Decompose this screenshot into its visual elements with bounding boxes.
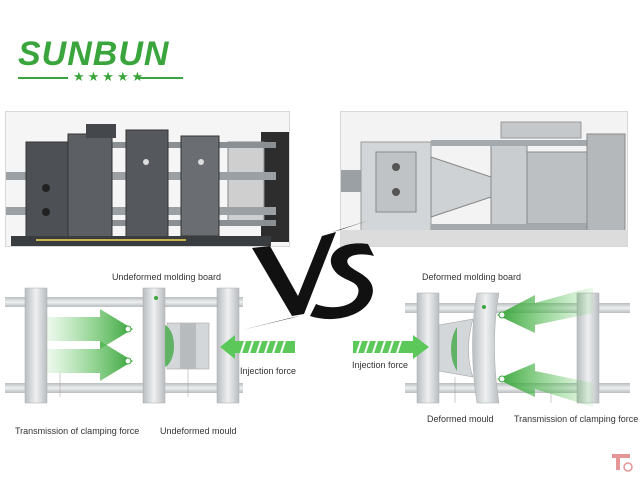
logo-rule-right bbox=[139, 77, 183, 79]
right-clamping-label: Transmission of clamping force bbox=[514, 414, 639, 424]
undeformed-diagram bbox=[5, 287, 295, 404]
brand-logo: SUNBUN ★★★★★ bbox=[18, 36, 183, 88]
left-clamping-label: Transmission of clamping force bbox=[15, 426, 140, 436]
vs-text: VS bbox=[240, 218, 242, 219]
machine-photo-left bbox=[5, 111, 290, 247]
brand-name: SUNBUN bbox=[18, 35, 170, 73]
machine-illustration-right bbox=[341, 112, 627, 246]
watermark-logo bbox=[612, 454, 633, 472]
left-top-label: Undeformed molding board bbox=[112, 272, 222, 282]
brand-stars: ★★★★★ bbox=[73, 69, 147, 84]
left-injection-label: Injection force bbox=[240, 366, 297, 376]
right-top-label: Deformed molding board bbox=[422, 272, 522, 282]
deformed-diagram bbox=[353, 287, 630, 407]
left-mould-label: Undeformed mould bbox=[160, 426, 237, 436]
right-injection-label: Injection force bbox=[352, 360, 409, 370]
right-mould-label: Deformed mould bbox=[427, 414, 494, 424]
machine-photo-right bbox=[340, 111, 628, 247]
machine-illustration-left bbox=[6, 112, 289, 246]
logo-rule-left bbox=[18, 77, 68, 79]
versus-graphic: VS bbox=[240, 218, 374, 330]
